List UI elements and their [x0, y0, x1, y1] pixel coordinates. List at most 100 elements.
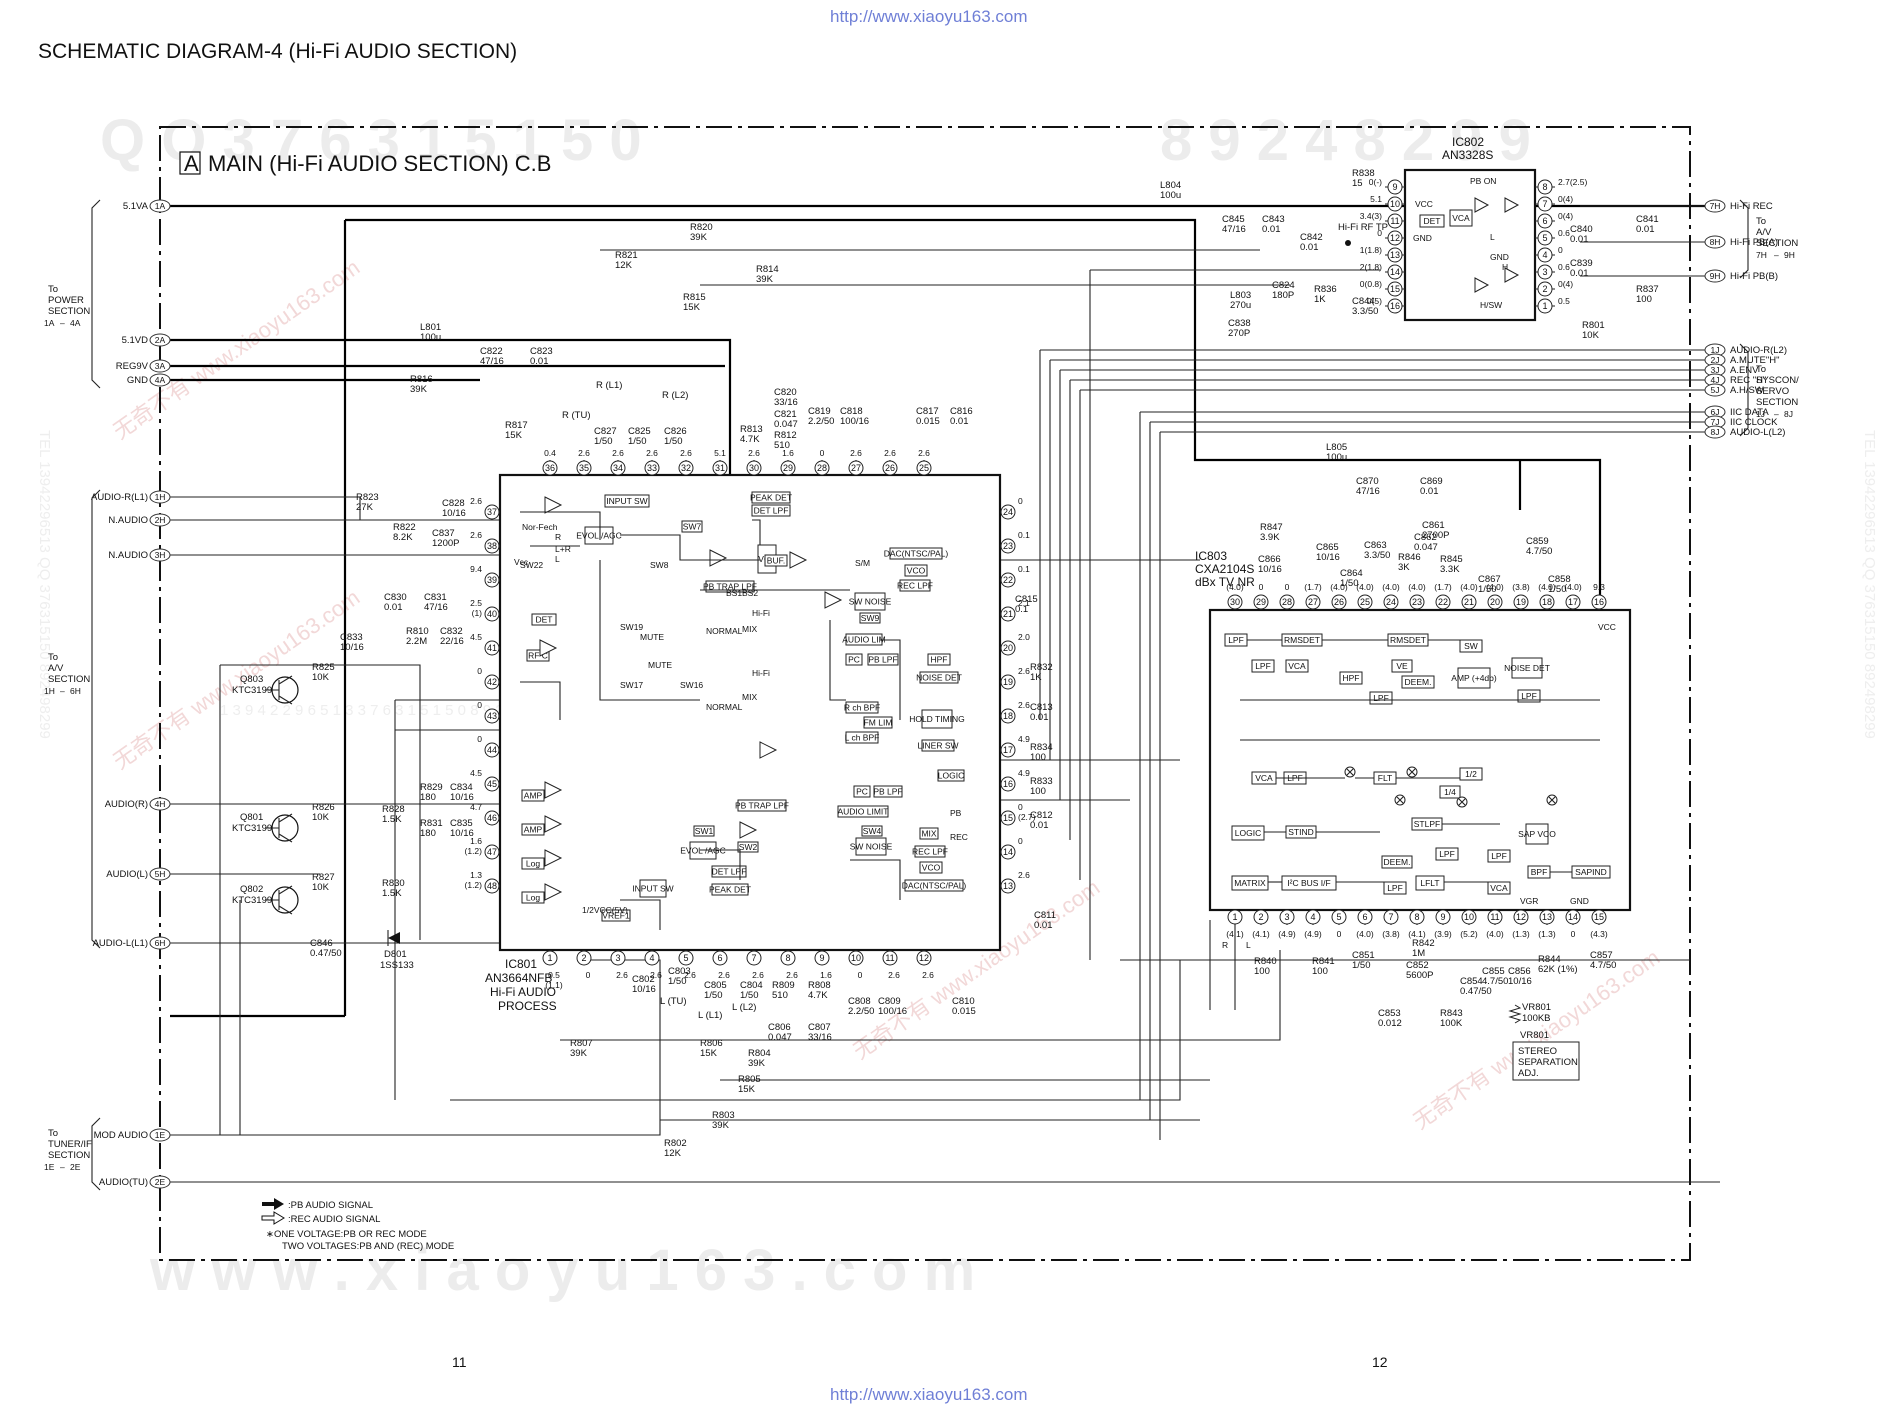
ic803-block-i-c-bus-i-f-31: I²C BUS I/F: [1281, 875, 1337, 891]
connector-pin: 1A: [155, 201, 166, 211]
svg-text:VCA: VCA: [1288, 661, 1306, 671]
connector-pin: 7J: [1711, 417, 1720, 427]
watermark-cn-1: 无奇不有 www.xiaoyu163.com: [109, 255, 365, 444]
ic802-pin-6: 6: [1537, 213, 1553, 229]
component-value: 0.01: [1030, 820, 1049, 831]
component-ref: R832: [1030, 662, 1053, 673]
ic801-block-liner-sw-22: LINER SW: [917, 739, 959, 752]
ic803-pin-7: 7: [1383, 909, 1399, 925]
ic801-block-amp-43: AMP: [521, 789, 545, 802]
ic801-block-sw1-35: SW1: [693, 825, 715, 837]
component-value: 0.01: [1420, 486, 1439, 497]
svg-text:VCO: VCO: [907, 566, 926, 576]
component-ref: R833: [1030, 776, 1053, 787]
ic803-ref: IC803: [1195, 549, 1227, 563]
svg-text:18: 18: [1003, 711, 1013, 721]
ic801-ref: IC801: [505, 957, 537, 971]
svg-text:LPF: LPF: [1387, 883, 1403, 893]
svg-text:VCA: VCA: [1490, 883, 1508, 893]
component-value: 1/50: [664, 436, 683, 447]
svg-text:Q802: Q802: [240, 884, 263, 895]
component-value: 15K: [683, 302, 701, 313]
component-ref: R802: [664, 1138, 687, 1149]
ic802-pin-4: 4: [1537, 247, 1553, 263]
component-value: 100/16: [840, 416, 869, 427]
ic801-block-sw2-36: SW2: [737, 841, 759, 853]
svg-text:SECTION: SECTION: [48, 306, 90, 317]
connector-pin: 4A: [155, 375, 166, 385]
svg-text:4: 4: [1310, 912, 1315, 922]
connector-label: A.ENV: [1730, 365, 1759, 376]
svg-text:36: 36: [545, 463, 555, 473]
pin-voltage: (4.0): [1382, 582, 1400, 592]
svg-text:VCA: VCA: [1452, 213, 1470, 223]
component-ref: R814: [756, 264, 779, 275]
svg-text:LPF: LPF: [1521, 691, 1537, 701]
svg-text:LPF: LPF: [1373, 693, 1389, 703]
ic802-label-h-sw: H/SW: [1480, 300, 1502, 310]
ic801-pin-37: 37: [484, 504, 500, 520]
pin-voltage: 9.3: [1593, 582, 1605, 592]
svg-text:POWER: POWER: [48, 295, 84, 306]
svg-text:LFLT: LFLT: [1420, 878, 1439, 888]
pin-voltage: 5.1: [1370, 194, 1382, 204]
svg-text:7: 7: [751, 953, 756, 963]
pin-voltage: (4.0): [1356, 582, 1374, 592]
component-ref: C854: [1460, 976, 1483, 987]
component-value: 10/16: [450, 792, 474, 803]
component-value: 1/50: [704, 990, 723, 1001]
transistor-q803: Q803 KTC3199: [232, 674, 299, 705]
svg-text:To: To: [48, 652, 58, 663]
ic801-block-input-sw-0: INPUT SW: [604, 494, 650, 508]
ic803-block-vca-13: VCA: [1251, 771, 1277, 785]
connector-pin: 3A: [155, 361, 166, 371]
svg-text:17: 17: [1003, 745, 1013, 755]
component-value: 0.01: [1570, 234, 1589, 245]
svg-text:5: 5: [1542, 233, 1547, 243]
connector-pin: 1H: [155, 492, 166, 502]
pin-voltage: 2.6: [752, 970, 764, 980]
pin-voltage: (4.9): [1278, 929, 1296, 939]
svg-text:10: 10: [1464, 912, 1474, 922]
ic803-pin-5: 5: [1331, 909, 1347, 925]
ic803-block-stlpf-20: STLPF: [1411, 817, 1443, 831]
component-value: 4.7/50: [1590, 960, 1616, 971]
svg-text:REC LPF: REC LPF: [912, 847, 948, 857]
svg-text:MIX: MIX: [921, 829, 936, 839]
top-url[interactable]: http://www.xiaoyu163.com: [830, 7, 1027, 26]
svg-text:4A: 4A: [70, 318, 81, 328]
ic803-block-bpf-28: BPF: [1527, 865, 1551, 879]
connector-label: Hi-Fi REC: [1730, 201, 1773, 212]
svg-text:AMP: AMP: [524, 825, 543, 835]
component-ref: R836: [1314, 284, 1337, 295]
vr801[interactable]: VR801 100KB VR801 STEREO SEPARATION ADJ.: [1508, 1002, 1580, 1081]
ic801-block-vco-31: VCO: [919, 861, 943, 874]
svg-text:LINER SW: LINER SW: [917, 741, 958, 751]
component-value: 0.01: [1300, 242, 1319, 253]
pin-voltage: 0: [1018, 496, 1023, 506]
component-value: 39K: [748, 1058, 766, 1069]
ic803-pin-12: 12: [1513, 909, 1529, 925]
ic801-pin-1: 1: [542, 950, 558, 966]
component-value: 0.012: [1378, 1018, 1402, 1029]
pin-voltage: (5.2): [1460, 929, 1478, 939]
svg-text:–: –: [60, 318, 65, 328]
amplifier-symbol: [544, 883, 563, 901]
ic802-block-vca: VCA: [1449, 209, 1473, 227]
bottom-url[interactable]: http://www.xiaoyu163.com: [830, 1385, 1027, 1404]
svg-text:12: 12: [1516, 912, 1526, 922]
